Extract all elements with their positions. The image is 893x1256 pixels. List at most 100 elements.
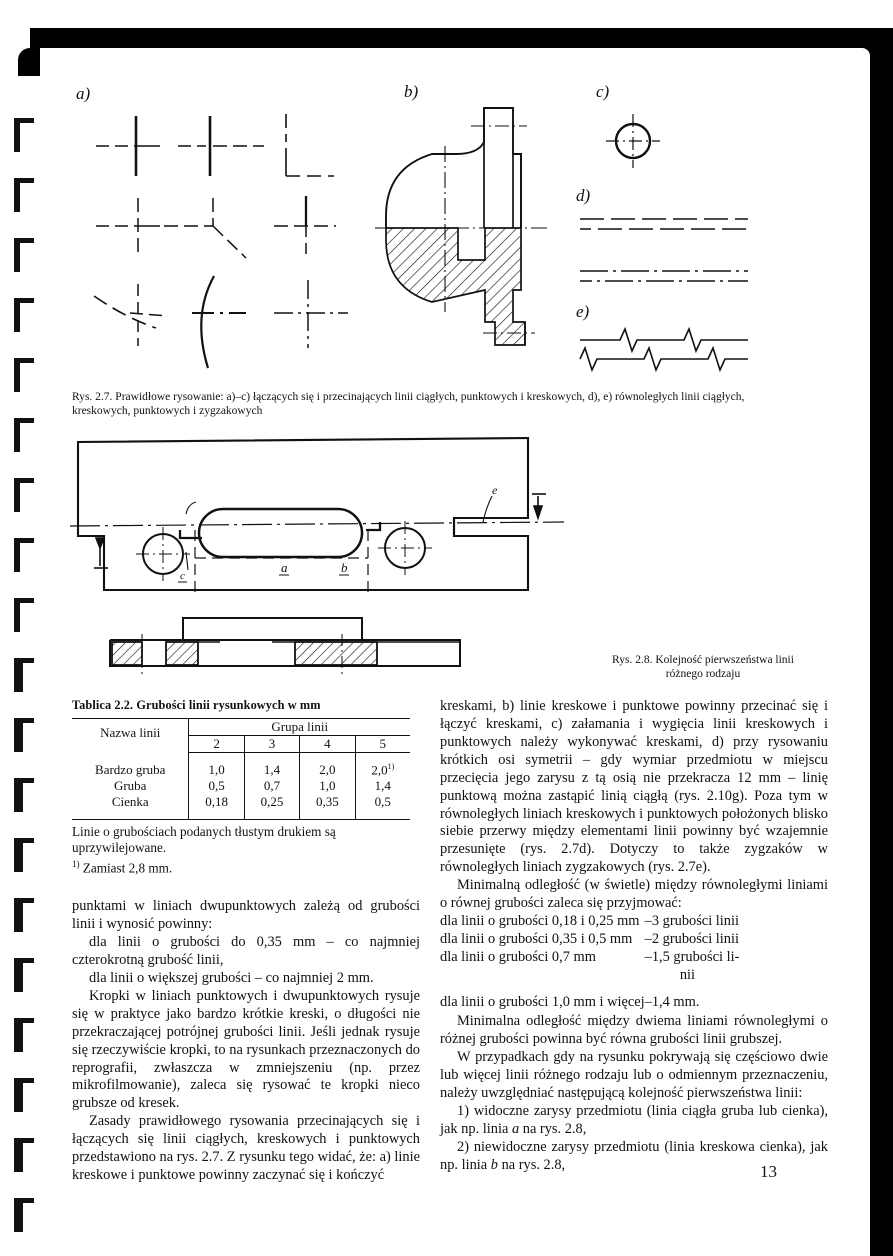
row-value: 1,4: [354, 778, 410, 795]
table-header-name: Nazwa linii: [72, 718, 189, 753]
binding-hole: [14, 178, 34, 212]
page-content: a) b) c) d) e): [68, 78, 828, 1238]
left-paragraph-3: dla linii o większej grubości – co najmn…: [89, 969, 374, 986]
scan-edge-right: [866, 28, 893, 1256]
table-footnote-marker: 1): [72, 859, 80, 870]
left-paragraph-4: Kropki w liniach punktowych i dwupunktow…: [72, 987, 420, 1112]
table-footnote-ref: 1): [387, 762, 395, 771]
measurement-dash: –: [644, 913, 652, 930]
figure-2-8: a b c e: [68, 430, 828, 685]
table-header-group: Grupa linii: [188, 718, 410, 736]
measurement-value: 3 grubości linii: [651, 913, 739, 930]
table-col-2: 2: [188, 735, 245, 753]
right-paragraph-3: Minimalna odległość między dwiema liniam…: [440, 1013, 828, 1048]
binding-hole-stem: [14, 1138, 23, 1172]
figure-panel-label-e: e): [576, 302, 590, 321]
right-list-item-2: 2) niewidoczne zarysy przedmiotu (linia …: [440, 1139, 828, 1175]
binding-hole-top: [14, 1018, 34, 1023]
binding-hole-top: [14, 418, 34, 423]
row-value: 2,0: [371, 762, 388, 778]
measurement-list: dla linii o grubości 0,18 i 0,25 mm – 3 …: [440, 913, 739, 1011]
left-paragraph-1: punktami w liniach dwupunktowych zależą …: [72, 898, 420, 933]
binding-hole-stem: [14, 178, 20, 212]
measurement-dash: –: [644, 930, 652, 947]
figure-2-8-label-e: e: [492, 483, 498, 497]
table-2-2-footnote: 1) Zamiast 2,8 mm.: [72, 859, 420, 876]
figure-panel-label-a: a): [76, 84, 91, 103]
figure-panel-label-d: d): [576, 186, 591, 205]
binding-hole: [14, 1078, 34, 1112]
binding-hole: [14, 358, 34, 392]
right-paragraph-4: W przypadkach gdy na rysunku pokrywają s…: [440, 1049, 828, 1102]
row-value-footnoted: 2,01): [354, 752, 410, 779]
list-item-1-line-letter: a: [511, 1120, 520, 1137]
measurement-value: 1,4 mm.: [651, 993, 700, 1010]
binding-hole-stem: [14, 298, 20, 332]
binding-hole-stem: [14, 838, 23, 872]
binding-hole-stem: [14, 1018, 23, 1052]
binding-hole-stem: [14, 1078, 23, 1112]
binding-hole-stem: [14, 418, 20, 452]
figure-2-7-panel-e-drawing: [579, 326, 748, 373]
binding-hole-stem: [14, 898, 23, 932]
measurement-row: dla linii o grubości 1,0 mm i więcej – 1…: [440, 994, 739, 1012]
binding-hole-stem: [14, 658, 23, 692]
list-item-2-text-a: 2) niewidoczne zarysy przedmiotu (linia …: [440, 1138, 828, 1173]
binding-hole-top: [14, 838, 34, 843]
measurement-label: dla linii o grubości 0,35 i 0,5 mm: [440, 930, 633, 947]
measurement-dash: –: [644, 993, 652, 1010]
row-value: 1,0: [299, 778, 356, 795]
page-number: 13: [760, 1162, 777, 1181]
table-header-row-2: 2 3 4 5: [72, 735, 410, 753]
row-value: 1,4: [243, 752, 300, 779]
binding-hole-stem: [14, 1198, 23, 1232]
binding-hole-top: [14, 598, 34, 603]
row-value: 0,7: [243, 778, 300, 795]
row-value: 0,5: [354, 794, 410, 821]
figure-2-8-label-a: a: [281, 560, 288, 575]
binding-hole: [14, 958, 34, 992]
binding-hole-stem: [14, 718, 23, 752]
binding-hole-top: [14, 538, 34, 543]
table-col-5: 5: [354, 735, 410, 753]
binding-hole: [14, 118, 34, 152]
binding-hole-stem: [14, 238, 20, 272]
table-row: Cienka 0,18 0,25 0,35 0,5: [72, 794, 410, 821]
binding-hole-top: [14, 238, 34, 243]
binding-hole-top: [14, 1138, 34, 1143]
binding-hole: [14, 298, 34, 332]
binding-hole: [14, 778, 34, 812]
measurement-row-continuation: nii: [440, 967, 739, 985]
binding-hole: [14, 418, 34, 452]
figure-2-7-panel-a-drawing: [93, 114, 348, 369]
figure-panel-label-b: b): [404, 82, 419, 101]
figure-2-7-panel-c-drawing: [606, 114, 660, 168]
table-2-2: Nazwa linii Grupa linii 2 3 4 5 Bardzo g…: [72, 718, 410, 821]
right-column: kreskami, b) linie kreskowe i punktowe p…: [440, 698, 828, 1175]
row-name: Bardzo gruba: [95, 761, 166, 777]
binding-hole: [14, 1018, 34, 1052]
row-value: 2,0: [299, 752, 356, 779]
binding-hole-top: [14, 958, 34, 963]
measurement-label: dla linii o grubości 1,0 mm i więcej: [440, 993, 645, 1010]
measurement-row: dla linii o grubości 0,35 i 0,5 mm – 2 g…: [440, 931, 739, 949]
binding-hole-stem: [14, 598, 20, 632]
binding-hole-stem: [14, 478, 20, 512]
table-header-row-1: Nazwa linii Grupa linii: [72, 718, 410, 753]
figure-2-8-drawing: a b c e: [69, 436, 565, 674]
right-list-item-1: 1) widoczne zarysy przedmiotu (linia cią…: [440, 1103, 828, 1139]
binding-hole-top: [14, 778, 34, 783]
table-col-4: 4: [299, 735, 356, 753]
table-row: Bardzo gruba 1,0 1,4 2,0 2,01): [72, 752, 410, 779]
measurement-label: dla linii o grubości 0,7 mm: [440, 948, 596, 965]
measurement-row: dla linii o grubości 0,7 mm – 1,5 gruboś…: [440, 949, 739, 967]
measurement-value: 1,5 grubości li-: [651, 948, 740, 965]
binding-hole-top: [14, 1198, 34, 1203]
row-name: Cienka: [72, 794, 189, 821]
figure-2-7: a) b) c) d) e): [68, 78, 828, 378]
measurement-row: dla linii o grubości 0,18 i 0,25 mm – 3 …: [440, 913, 739, 931]
figure-2-8-caption-line-1: Rys. 2.8. Kolejność pierwszeństwa linii: [612, 654, 794, 666]
binding-hole-stem: [14, 958, 23, 992]
binding-hole-stem: [14, 118, 20, 152]
figure-panel-label-c: c): [596, 82, 610, 101]
